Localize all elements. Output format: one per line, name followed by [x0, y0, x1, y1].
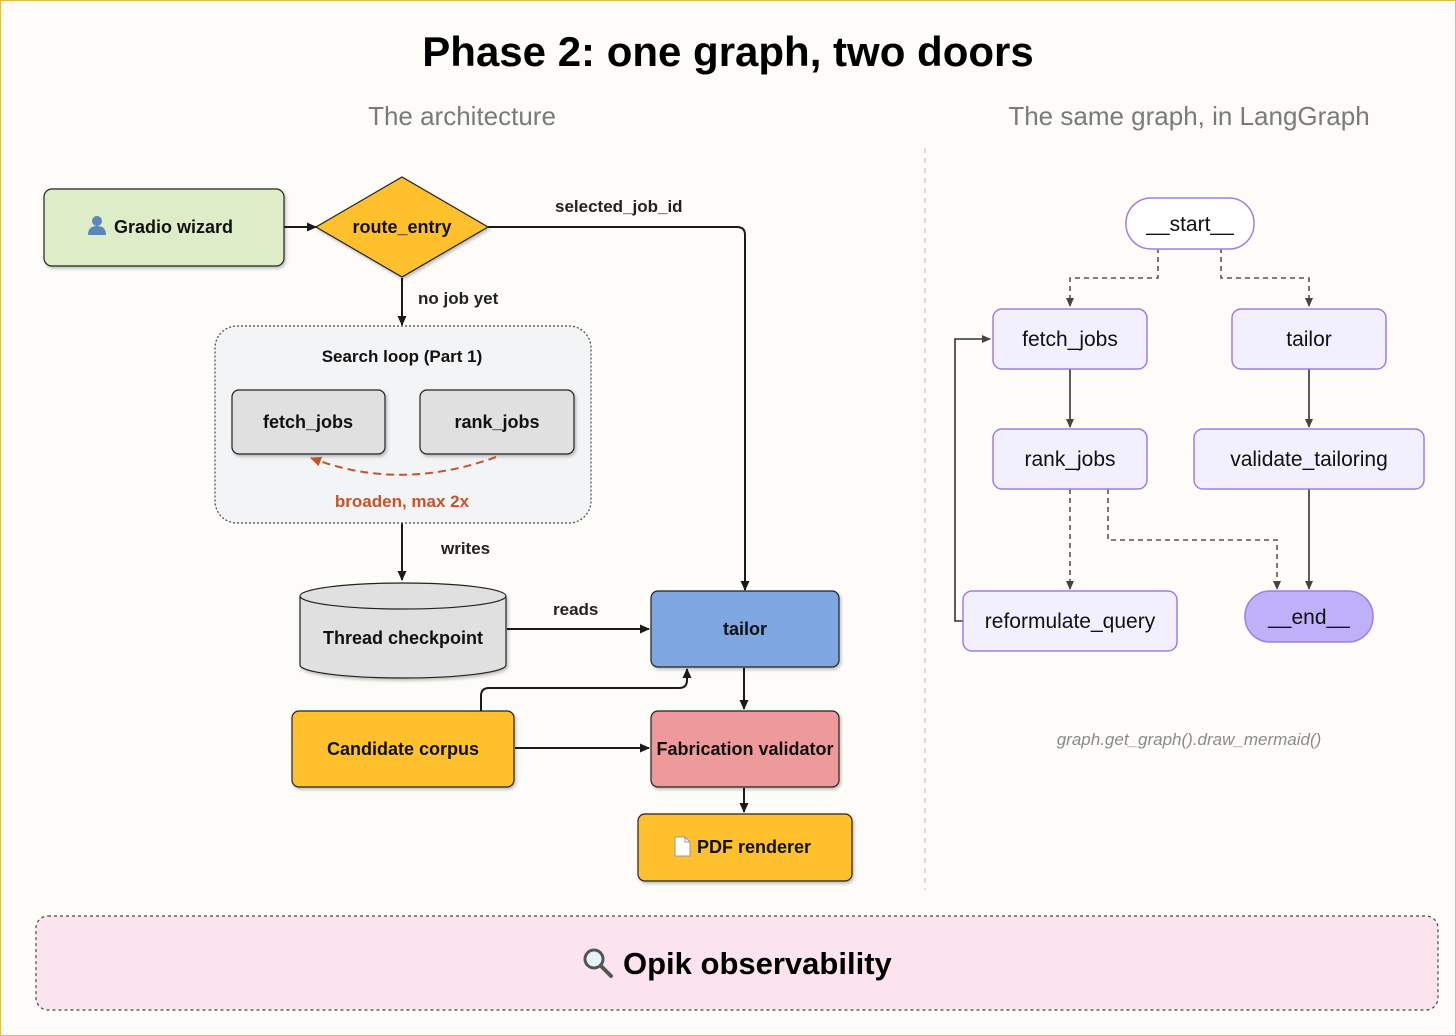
search-rank-jobs-node: rank_jobs: [419, 389, 575, 455]
lg-edge-start-fetch: [1066, 248, 1159, 307]
lg-edge-start-tailor: [1220, 248, 1313, 307]
opik-observability-label: Opik observability: [623, 946, 893, 981]
lg-edge-reformulate-fetch: [954, 335, 991, 622]
fabrication-validator-node: Fabrication validator: [650, 710, 840, 788]
left-subtitle: The architecture: [368, 101, 556, 131]
document-icon: [674, 836, 691, 857]
lg-validate-tailoring-node: validate_tailoring: [1193, 428, 1425, 490]
lg-reformulate-query-node: reformulate_query: [962, 590, 1178, 652]
search-fetch-jobs-label: fetch_jobs: [263, 412, 353, 432]
broaden-loop-arrow: [310, 456, 497, 476]
tailor-node: tailor: [650, 590, 840, 668]
lg-start-node: __start__: [1125, 197, 1255, 250]
search-fetch-jobs-node: fetch_jobs: [231, 389, 386, 455]
edge-label-writes: writes: [440, 539, 490, 558]
page-title: Phase 2: one graph, two doors: [422, 28, 1033, 75]
edge-label-no-job-yet: no job yet: [418, 289, 499, 308]
thread-checkpoint-node: Thread checkpoint: [299, 582, 507, 679]
lg-caption: graph.get_graph().draw_mermaid(): [1057, 730, 1322, 749]
opik-observability-banner: Opik observability: [35, 915, 1439, 1011]
lg-tailor-label: tailor: [1286, 328, 1332, 351]
lg-validate-tailoring-label: validate_tailoring: [1230, 448, 1388, 471]
route-entry-label: route_entry: [352, 217, 451, 237]
gradio-wizard-node: Gradio wizard: [43, 188, 285, 267]
fabrication-validator-label: Fabrication validator: [656, 739, 833, 759]
edge-route-tailor: [488, 226, 750, 591]
lg-start-label: __start__: [1145, 213, 1234, 236]
lg-rank-jobs-label: rank_jobs: [1024, 448, 1115, 471]
search-loop-title: Search loop (Part 1): [322, 347, 483, 366]
lg-rank-jobs-node: rank_jobs: [992, 428, 1148, 490]
broaden-loop-label: broaden, max 2x: [335, 492, 470, 511]
user-icon: [88, 216, 106, 235]
search-rank-jobs-label: rank_jobs: [454, 412, 539, 432]
lg-fetch-jobs-node: fetch_jobs: [992, 308, 1148, 370]
edge-label-reads: reads: [553, 600, 598, 619]
magnifier-icon: [583, 948, 613, 978]
lg-end-node: __end__: [1244, 590, 1374, 643]
lg-fetch-jobs-label: fetch_jobs: [1022, 328, 1118, 351]
lg-end-label: __end__: [1267, 606, 1350, 629]
candidate-corpus-node: Candidate corpus: [291, 710, 515, 788]
search-loop-container: Search loop (Part 1): [214, 325, 592, 524]
tailor-label: tailor: [723, 619, 767, 639]
thread-checkpoint-label: Thread checkpoint: [323, 628, 483, 648]
pdf-renderer-node: PDF renderer: [637, 813, 853, 882]
pdf-renderer-label: PDF renderer: [697, 837, 811, 857]
gradio-wizard-label: Gradio wizard: [114, 217, 233, 237]
lg-reformulate-query-label: reformulate_query: [985, 610, 1156, 633]
edge-corpus-tailor: [480, 668, 692, 711]
lg-edge-rank-end: [1107, 489, 1281, 590]
lg-tailor-node: tailor: [1231, 308, 1387, 370]
edge-label-selected-job-id: selected_job_id: [555, 197, 683, 216]
route-entry-node: route_entry: [314, 176, 490, 278]
candidate-corpus-label: Candidate corpus: [327, 739, 479, 759]
right-subtitle: The same graph, in LangGraph: [1008, 101, 1369, 131]
